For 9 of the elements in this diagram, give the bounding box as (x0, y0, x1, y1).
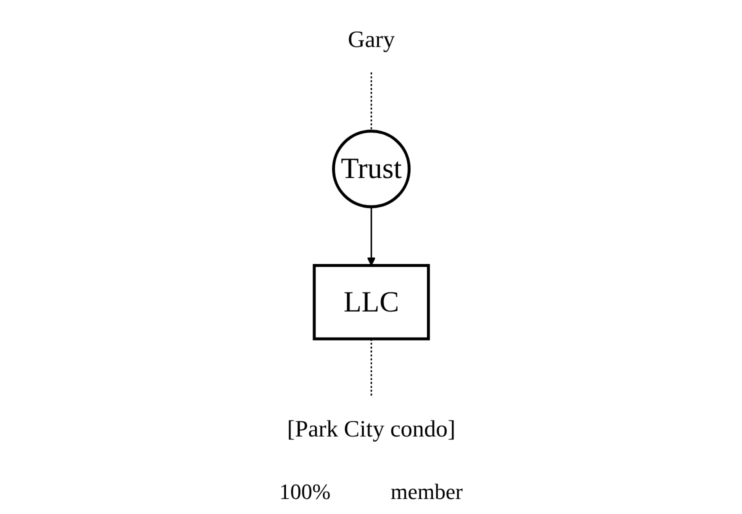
connector (370, 72, 372, 132)
node-text: [Park City condo] (286, 417, 456, 443)
connector (370, 338, 372, 398)
node-circle: Trust (332, 130, 410, 208)
arrow (366, 206, 376, 266)
node-text: Gary (348, 27, 394, 53)
annotation-text: 100% (279, 479, 331, 505)
node-box: LLC (312, 264, 430, 340)
annotation-text: member (390, 479, 463, 505)
